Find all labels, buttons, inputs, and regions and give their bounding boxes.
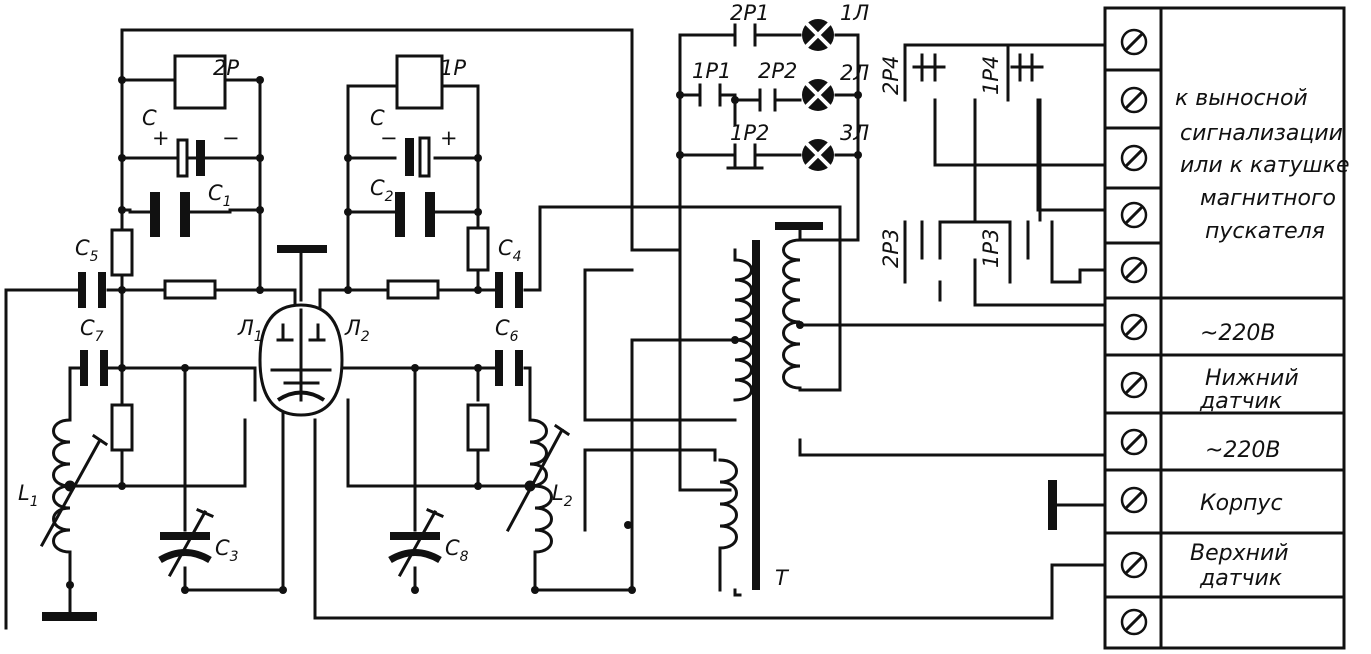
panel-mains-1: ~220В bbox=[1200, 321, 1276, 346]
label-l2: L2 bbox=[552, 481, 573, 510]
panel-lower-sensor-1: Нижний bbox=[1205, 366, 1299, 391]
resistor-r-left-bottom bbox=[110, 403, 134, 452]
label-lamp-1l: 1Л bbox=[840, 1, 869, 25]
c8-variable-cap bbox=[388, 508, 444, 578]
label-tube2: Л2 bbox=[344, 316, 370, 345]
label-c7: C7 bbox=[80, 316, 104, 345]
relay-2r-coil bbox=[173, 54, 227, 110]
relay-contact-symbols bbox=[698, 23, 1044, 260]
double-triode-tube bbox=[258, 245, 344, 417]
label-plus-right: + bbox=[440, 126, 458, 150]
c7-symbol bbox=[80, 350, 108, 386]
lamp-3l bbox=[802, 139, 834, 171]
terminal-screws bbox=[1120, 28, 1148, 636]
label-transformer: T bbox=[775, 566, 790, 590]
label-c6: C6 bbox=[495, 316, 519, 345]
label-lamp-2l: 2Л bbox=[840, 61, 869, 85]
label-tube1: Л1 bbox=[237, 316, 263, 345]
panel-body: Корпус bbox=[1200, 491, 1283, 516]
label-c-left: C bbox=[142, 106, 157, 130]
label-minus-right: − bbox=[380, 126, 398, 150]
left-oscillator-wiring bbox=[4, 28, 682, 630]
panel-mains-2: ~220В bbox=[1205, 438, 1281, 463]
label-contact-2r4: 2P4 bbox=[879, 56, 903, 95]
panel-remote-line3: или к катушке bbox=[1180, 153, 1350, 178]
c1-symbol bbox=[128, 192, 232, 237]
c2-symbol bbox=[373, 192, 460, 237]
label-c1: C1 bbox=[208, 181, 232, 210]
label-contact-2r3: 2P3 bbox=[879, 229, 903, 268]
cap-c-left-symbol bbox=[120, 138, 262, 178]
c4-symbol bbox=[495, 272, 523, 308]
c3-variable-cap bbox=[158, 508, 214, 578]
panel-remote-line4: магнитного bbox=[1200, 186, 1336, 211]
label-lamp-3l: 3Л bbox=[840, 121, 869, 145]
label-contact-1r3: 1P3 bbox=[979, 229, 1003, 268]
l2-inductor bbox=[505, 418, 571, 587]
panel-upper-sensor-1: Верхний bbox=[1190, 541, 1289, 566]
panel-remote-line2: сигнализации bbox=[1180, 121, 1343, 146]
label-c3: C3 bbox=[215, 536, 239, 565]
junction-dots bbox=[66, 76, 862, 594]
lamp-1l bbox=[802, 19, 834, 51]
label-c4: C4 bbox=[498, 236, 522, 265]
resistor-r-right-top bbox=[466, 226, 490, 272]
c6-symbol bbox=[495, 350, 523, 386]
panel-remote-line1: к выносной bbox=[1175, 86, 1308, 111]
label-c-right: C bbox=[370, 106, 385, 130]
relay-1r-coil bbox=[395, 54, 444, 110]
resistor-r-left-mid bbox=[163, 279, 217, 300]
panel-remote-line5: пускателя bbox=[1205, 219, 1325, 244]
label-minus-left: − bbox=[222, 126, 240, 150]
label-l1: L1 bbox=[18, 481, 39, 510]
c5-symbol bbox=[78, 272, 106, 308]
label-c5: C5 bbox=[75, 236, 99, 265]
transformer-t bbox=[718, 222, 823, 592]
ground-body bbox=[1048, 480, 1057, 530]
label-contact-1r2: 1P2 bbox=[730, 121, 769, 145]
terminal-wiring bbox=[903, 43, 1112, 307]
panel-lower-sensor-2: датчик bbox=[1199, 389, 1283, 414]
label-plus-left: + bbox=[152, 126, 170, 150]
l1-inductor bbox=[39, 418, 109, 587]
lamp-2l bbox=[802, 79, 834, 111]
label-2r: 2P bbox=[213, 56, 239, 80]
label-c2: C2 bbox=[370, 176, 394, 205]
label-contact-1r4: 1P4 bbox=[979, 56, 1003, 95]
label-c8: C8 bbox=[445, 536, 469, 565]
resistor-r-right-mid bbox=[386, 279, 440, 300]
label-contact-2r2: 2P2 bbox=[758, 59, 797, 83]
ground-left bbox=[42, 612, 97, 621]
resistor-r-left-top bbox=[110, 228, 134, 277]
label-contact-2r1: 2P1 bbox=[730, 1, 769, 25]
resistor-r-right-bottom bbox=[466, 403, 490, 452]
panel-upper-sensor-2: датчик bbox=[1199, 566, 1283, 591]
label-contact-1r1: 1P1 bbox=[692, 59, 731, 83]
cap-c-right-symbol bbox=[405, 136, 431, 178]
transformer-wiring bbox=[583, 33, 1112, 597]
label-1r: 1P bbox=[440, 56, 466, 80]
